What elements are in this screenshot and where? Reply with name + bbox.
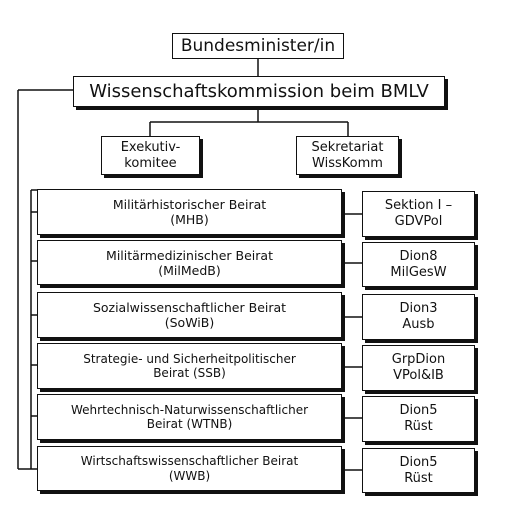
connector-board-ticks: [18, 211, 37, 470]
unit-dion5: Dion5 Rüst: [362, 396, 475, 442]
secretariat-line1: Sekretariat: [311, 139, 384, 155]
secretariat-box: Sekretariat WissKomm: [296, 136, 399, 175]
board-title: Sozialwissenschaftlicher Beirat: [92, 300, 287, 315]
board-military-medicine: Militärmedizinischer Beirat (MilMedB): [37, 240, 342, 285]
unit-dion8: Dion8 MilGesW: [362, 242, 475, 287]
board-abbreviation: Beirat (WTNB): [146, 417, 233, 431]
board-social-science: Sozialwissenschaftlicher Beirat (SoWiB): [37, 292, 342, 338]
unit-line2: Rüst: [404, 419, 433, 434]
board-abbreviation: (SoWiB): [164, 315, 215, 330]
unit-section-1: Sektion I – GDVPol: [362, 191, 475, 237]
unit-line2: MilGesW: [390, 264, 447, 280]
unit-line1: Dion5: [399, 403, 438, 419]
unit-line2: Rüst: [404, 470, 433, 486]
secretariat-line2: WissKomm: [312, 155, 383, 171]
unit-line2: GDVPol: [394, 214, 443, 229]
board-military-history: Militärhistorischer Beirat (MHB): [37, 189, 342, 235]
unit-line1: GrpDion: [391, 352, 446, 368]
executive-committee-line2: komitee: [124, 155, 177, 171]
unit-dion3: Dion3 Ausb: [362, 294, 475, 340]
unit-grpdion: GrpDion VPol&IB: [362, 345, 475, 391]
science-commission-box: Wissenschaftskommission beim BMLV: [73, 76, 445, 107]
board-abbreviation: (WWB): [168, 468, 211, 483]
federal-minister-box: Bundesminister/in: [172, 33, 344, 59]
board-defence-technology: Wehrtechnisch-Naturwissenschaftlicher Be…: [37, 394, 342, 440]
unit-line1: Dion5: [399, 454, 438, 470]
board-title: Militärmedizinischer Beirat: [106, 247, 273, 263]
board-title: Strategie- und Sicherheitpolitischer: [83, 351, 296, 366]
board-abbreviation: (MHB): [170, 212, 209, 227]
board-abbreviation: (MilMedB): [158, 262, 221, 278]
unit-line1: Sektion I –: [384, 198, 453, 214]
executive-committee-line1: Exekutiv-: [120, 139, 181, 155]
board-title: Wehrtechnisch-Naturwissenschaftlicher: [70, 402, 309, 417]
board-economics: Wirtschaftswissenschaftlicher Beirat (WW…: [37, 446, 342, 491]
unit-dion5-second: Dion5 Rüst: [362, 448, 475, 493]
board-title: Wirtschaftswissenschaftlicher Beirat: [80, 454, 299, 469]
board-abbreviation: Beirat (SSB): [153, 366, 226, 380]
federal-minister-label: Bundesminister/in: [180, 35, 336, 56]
unit-line2: VPol&IB: [393, 368, 444, 383]
executive-committee-box: Exekutiv- komitee: [101, 136, 200, 175]
unit-line1: Dion3: [399, 301, 438, 317]
unit-line2: Ausb: [402, 317, 435, 332]
board-title: Militärhistorischer Beirat: [112, 197, 267, 212]
science-commission-label: Wissenschaftskommission beim BMLV: [89, 80, 429, 102]
unit-line1: Dion8: [399, 248, 438, 264]
board-strategy-security: Strategie- und Sicherheitpolitischer Bei…: [37, 343, 342, 389]
connector-board-unit-links: [342, 213, 362, 471]
